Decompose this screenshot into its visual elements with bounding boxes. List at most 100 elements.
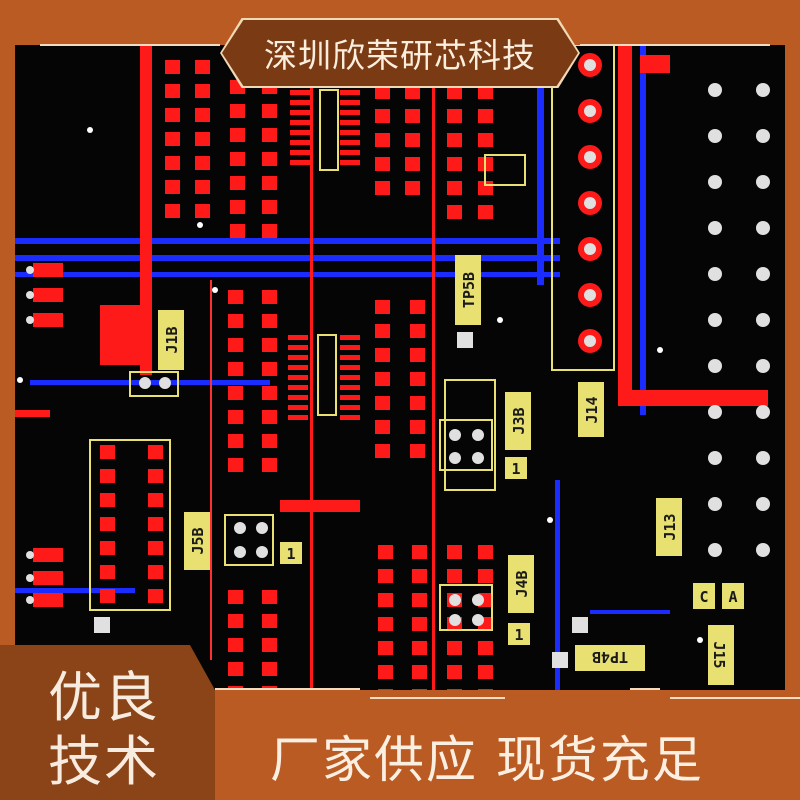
ic-pin [340, 100, 360, 105]
smd-pad [262, 104, 277, 118]
ic-pin [340, 90, 360, 95]
decorative-line-right [580, 44, 770, 46]
smd-pad [100, 541, 115, 555]
smd-pad [262, 662, 277, 676]
label-a: A [728, 588, 737, 606]
smd-pad [375, 157, 390, 171]
via [26, 551, 34, 559]
smd-pad [195, 156, 210, 170]
via [697, 637, 703, 643]
smd-pad [378, 569, 393, 583]
smd-pad [228, 386, 243, 400]
smd-pad [412, 545, 427, 559]
smd-pad [228, 638, 243, 652]
through-hole [756, 221, 770, 235]
label-c: C [699, 588, 708, 606]
pcb-traces [15, 45, 768, 690]
smd-pad [447, 181, 462, 195]
through-hole [708, 129, 722, 143]
pcb-labels: J1B TP5B J3B J14 J5B J13 J4B TP4B J15 C … [158, 255, 744, 685]
smd-pad [447, 133, 462, 147]
smd-pad [478, 665, 493, 679]
header-pin [449, 429, 461, 441]
smd-pad [195, 60, 210, 74]
smd-pad [447, 157, 462, 171]
smd-pad [165, 132, 180, 146]
smd-pad [412, 641, 427, 655]
ic-pin [288, 365, 308, 370]
smd-pad [447, 665, 462, 679]
smd-pad [262, 386, 277, 400]
through-hole [708, 221, 722, 235]
ic-pin [340, 130, 360, 135]
test-point [552, 652, 568, 668]
smd-pad [148, 565, 163, 579]
ic-pin [288, 375, 308, 380]
label-j14: J14 [583, 396, 601, 423]
smd-pad [405, 85, 420, 99]
ic-pin [340, 120, 360, 125]
smd-pad [262, 152, 277, 166]
connector-hole [584, 243, 596, 255]
smd-pad [262, 338, 277, 352]
smd-pad [195, 108, 210, 122]
via [26, 574, 34, 582]
smd-pad [262, 614, 277, 628]
ic-pin [340, 140, 360, 145]
pcb-layout-image: J1B TP5B J3B J14 J5B J13 J4B TP4B J15 C … [15, 44, 785, 703]
edge-pad [33, 288, 63, 302]
smd-pad [378, 665, 393, 679]
ic-pin [290, 100, 310, 105]
connector-hole [584, 197, 596, 209]
smd-pad [230, 128, 245, 142]
smd-pad [447, 109, 462, 123]
smd-pad [405, 157, 420, 171]
smd-pad [447, 545, 462, 559]
through-hole [756, 543, 770, 557]
via [26, 291, 34, 299]
smd-pad [148, 517, 163, 531]
edge-pad [33, 263, 63, 277]
smd-pad [447, 205, 462, 219]
smd-pad [262, 314, 277, 328]
smd-pad [262, 362, 277, 376]
ic-pin [288, 415, 308, 420]
smd-pad [405, 181, 420, 195]
decorative-line-left [40, 44, 220, 46]
through-hole [756, 359, 770, 373]
smd-pad [447, 85, 462, 99]
via [26, 266, 34, 274]
through-hole [708, 83, 722, 97]
label-tp5b: TP5B [460, 272, 478, 308]
edge-pad [33, 571, 63, 585]
header-pin [449, 614, 461, 626]
decorative-line [370, 697, 505, 699]
header-pin [472, 429, 484, 441]
decorative-line [630, 688, 660, 690]
smd-pad [100, 493, 115, 507]
smd-pad [262, 128, 277, 142]
header-pin [234, 546, 246, 558]
ic-pin [340, 345, 360, 350]
through-hole [756, 267, 770, 281]
decorative-line [670, 697, 800, 699]
connector-hole [584, 105, 596, 117]
through-hole [756, 405, 770, 419]
via [547, 517, 553, 523]
smd-pad [148, 493, 163, 507]
ic-pin [290, 120, 310, 125]
edge-pad [33, 548, 63, 562]
feature-badge: 优良 技术 [0, 645, 215, 800]
smd-pad [165, 84, 180, 98]
pcb-drawing: J1B TP5B J3B J14 J5B J13 J4B TP4B J15 C … [15, 44, 770, 703]
via [87, 127, 93, 133]
ic-pin [290, 130, 310, 135]
smd-pad [228, 614, 243, 628]
smd-pad [195, 180, 210, 194]
smd-pad [262, 290, 277, 304]
ic-pin [290, 110, 310, 115]
edge-pad [33, 313, 63, 327]
through-hole [708, 313, 722, 327]
smd-pad [375, 85, 390, 99]
smd-pad [478, 133, 493, 147]
